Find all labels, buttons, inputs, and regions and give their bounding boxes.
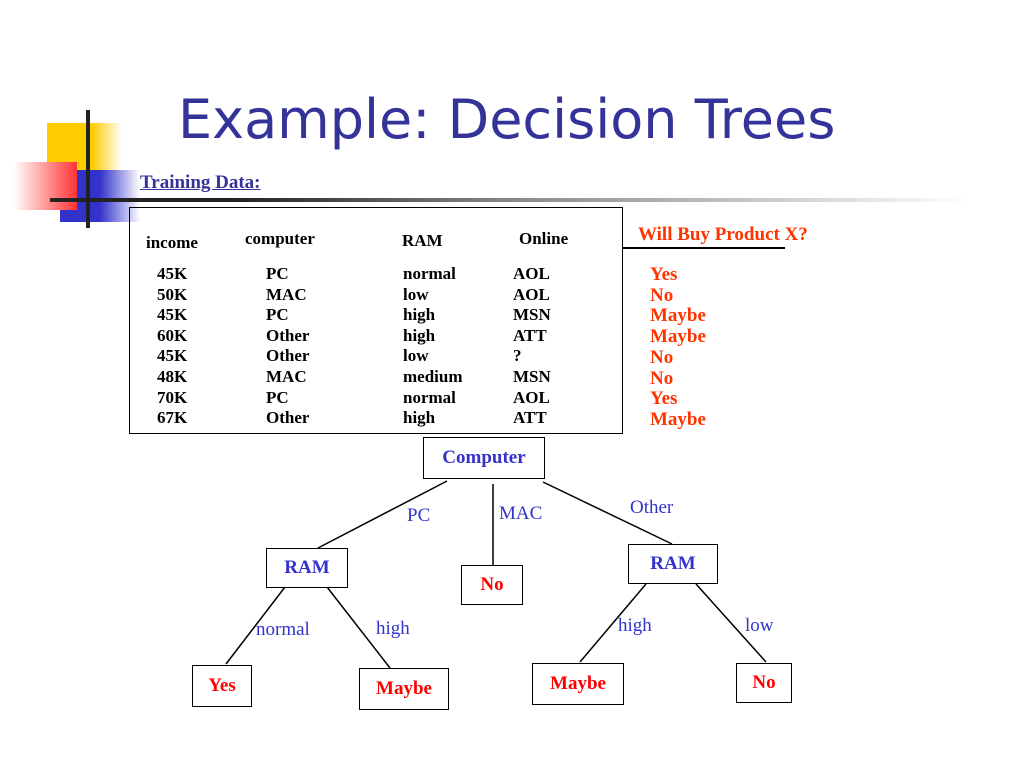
- target-value: No: [650, 284, 674, 306]
- cell-online: MSN: [513, 305, 551, 325]
- cell-computer: MAC: [266, 367, 307, 386]
- node-no-right: No: [736, 663, 792, 703]
- cell-income: 45K: [157, 346, 188, 366]
- cell-online: ATT: [513, 408, 547, 428]
- edge-other: [542, 481, 673, 545]
- cell-income: 60K: [157, 325, 188, 345]
- target-value: Maybe: [650, 408, 706, 430]
- cell-ram: high: [403, 305, 436, 325]
- cell-income: 67K: [157, 408, 188, 428]
- decor-logo: [0, 100, 140, 240]
- target-value: No: [650, 367, 674, 389]
- cell-ram: normal: [403, 264, 456, 283]
- page-title: Example: Decision Trees: [178, 88, 836, 151]
- cell-computer: PC: [266, 387, 289, 407]
- edge-label-normal: normal: [256, 619, 310, 640]
- cell-income: 45K: [157, 305, 188, 325]
- cell-ram: high: [403, 325, 436, 345]
- cell-online: ?: [513, 346, 522, 366]
- cell-income: 70K: [157, 387, 188, 407]
- node-ram-left: RAM: [266, 548, 348, 588]
- header-online: Online: [519, 229, 569, 248]
- training-table: [129, 207, 623, 434]
- header-computer: computer: [245, 229, 315, 248]
- edge-pc: [317, 480, 448, 549]
- node-ram-right: RAM: [628, 544, 718, 584]
- edge-label-high-left: high: [376, 618, 410, 639]
- edge-label-low: low: [745, 615, 774, 636]
- decor-rule: [50, 198, 970, 202]
- edge-label-other: Other: [630, 497, 674, 518]
- cell-income: 45K: [157, 264, 188, 283]
- target-value: Maybe: [650, 305, 706, 327]
- cell-online: ATT: [513, 325, 547, 345]
- target-value: Yes: [650, 388, 678, 410]
- target-label: Will Buy Product X?: [638, 224, 808, 245]
- cell-computer: Other: [266, 346, 310, 366]
- cell-computer: Other: [266, 325, 310, 345]
- edge-high-left: [326, 586, 391, 669]
- cell-online: AOL: [513, 284, 550, 304]
- edge-high-right: [579, 583, 647, 663]
- target-value: Yes: [650, 264, 678, 285]
- edge-label-pc: PC: [407, 505, 431, 526]
- cell-computer: Other: [266, 408, 310, 428]
- node-maybe-left: Maybe: [359, 668, 449, 710]
- cell-computer: PC: [266, 264, 289, 283]
- cell-ram: normal: [403, 387, 456, 407]
- node-maybe-right: Maybe: [532, 663, 624, 705]
- cell-computer: MAC: [266, 284, 307, 304]
- header-ram: RAM: [402, 231, 443, 250]
- edge-normal: [225, 586, 286, 665]
- target-underline: [622, 247, 785, 249]
- node-no-mac: No: [461, 565, 523, 605]
- cell-income: 48K: [157, 367, 188, 386]
- edge-label-high-right: high: [618, 615, 652, 636]
- edge-low: [695, 583, 767, 663]
- header-income: income: [146, 233, 198, 252]
- cell-ram: medium: [403, 367, 463, 386]
- node-computer: Computer: [423, 437, 545, 479]
- node-yes: Yes: [192, 665, 252, 707]
- target-value: Maybe: [650, 326, 706, 348]
- cell-online: AOL: [513, 264, 550, 283]
- cell-online: MSN: [513, 367, 551, 386]
- cell-ram: low: [403, 346, 429, 366]
- edge-label-mac: MAC: [499, 503, 543, 524]
- cell-ram: low: [403, 284, 429, 304]
- cell-computer: PC: [266, 305, 289, 325]
- cell-ram: high: [403, 408, 436, 428]
- target-value: No: [650, 346, 674, 368]
- training-data-label: Training Data:: [140, 172, 261, 193]
- cell-income: 50K: [157, 284, 188, 304]
- cell-online: AOL: [513, 387, 550, 407]
